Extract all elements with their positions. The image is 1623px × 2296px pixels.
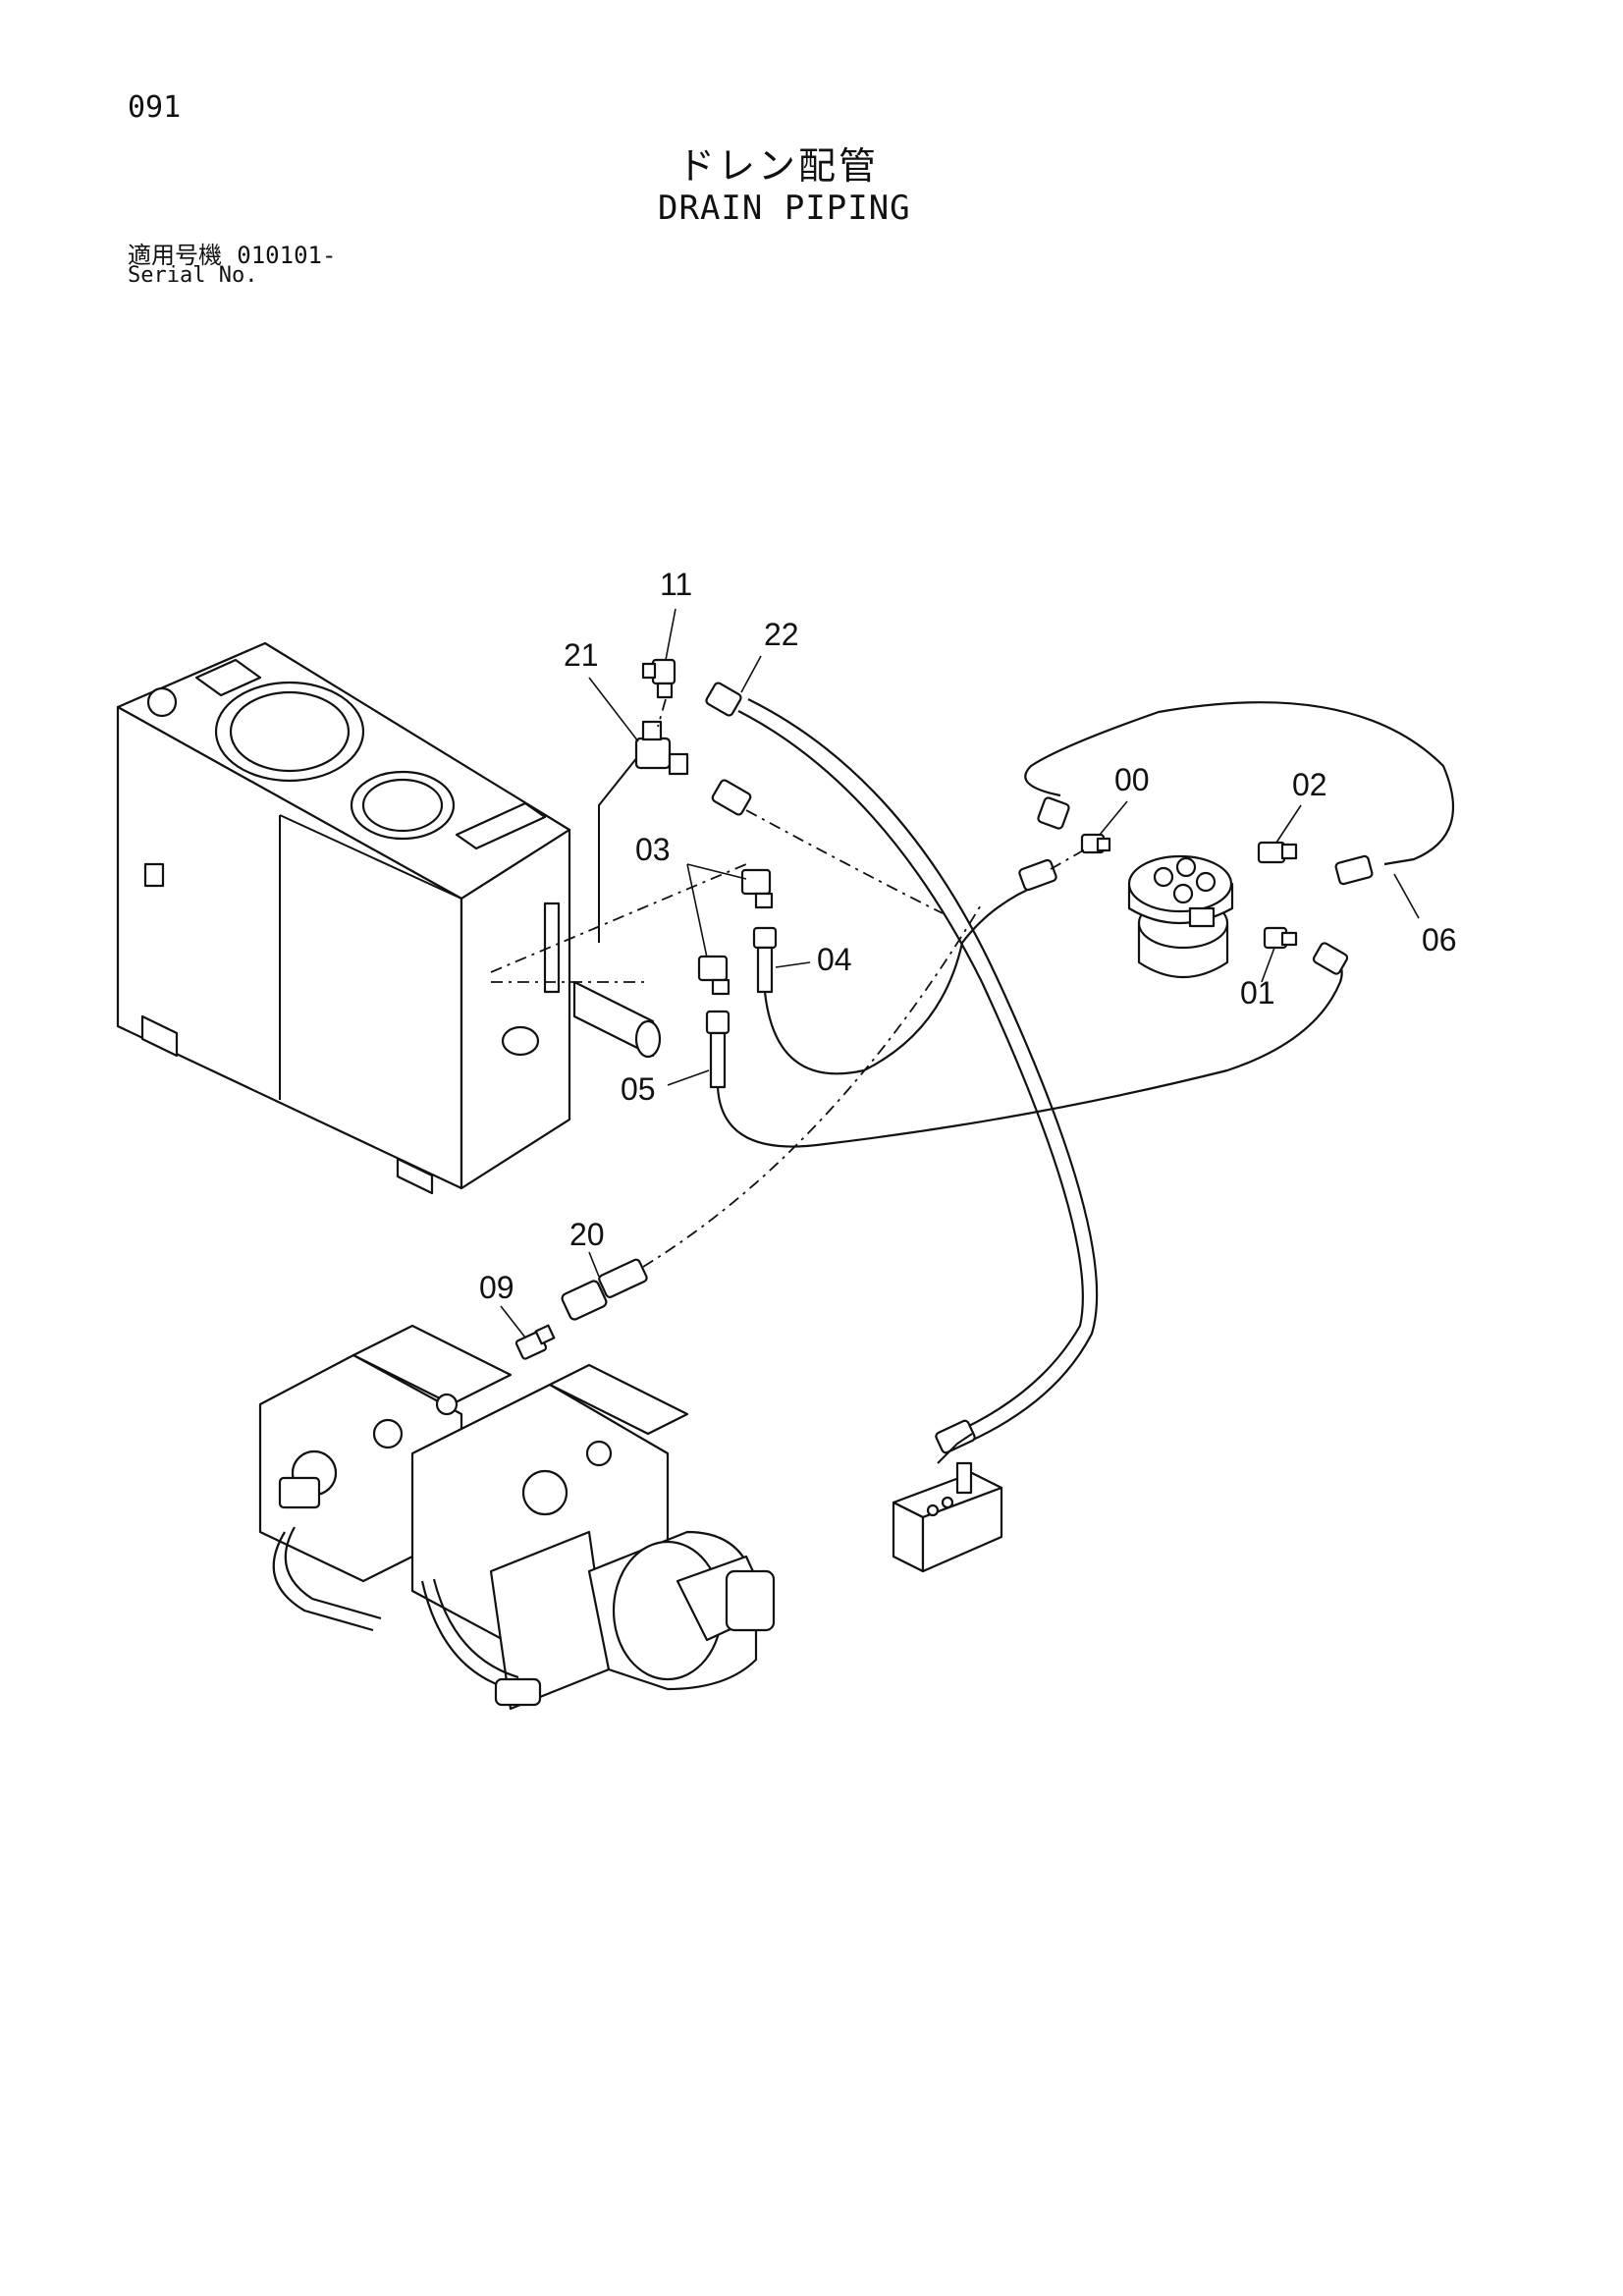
fitting-03-lower: [697, 955, 730, 996]
tank-return-pipe: [490, 755, 747, 1059]
hose-20: [561, 902, 983, 1321]
serial-label-row: 適用号機 010101-: [128, 236, 336, 270]
fitting-21: [634, 698, 689, 776]
hose-05-end: [705, 1010, 730, 1089]
callout-22: 22: [764, 617, 799, 652]
callout-04: 04: [817, 942, 852, 977]
callout-00: 00: [1114, 762, 1150, 797]
hose-21-branch: [711, 779, 944, 914]
hose-22: [705, 682, 1099, 1454]
callout-06: 06: [1422, 922, 1457, 957]
main-pump: [258, 1324, 776, 1711]
callout-01: 01: [1240, 975, 1275, 1011]
fitting-03-upper: [740, 868, 774, 909]
hydraulic-tank: [116, 641, 571, 1195]
callout-20: 20: [569, 1217, 605, 1252]
fitting-11: [641, 658, 676, 699]
fitting-01: [1263, 926, 1298, 950]
fitting-00: [1080, 833, 1111, 854]
callout-02: 02: [1292, 767, 1327, 802]
hose-04: [763, 848, 1086, 1075]
serial-number-value: 010101-: [237, 242, 337, 269]
leader-lines: [500, 608, 1420, 1339]
fitting-09: [514, 1324, 556, 1360]
hose-04-end: [752, 926, 778, 994]
callout-03: 03: [635, 832, 671, 867]
page-title-english: DRAIN PIPING: [658, 189, 911, 228]
page-title-japanese: ドレン配管: [677, 144, 880, 188]
valve-block: [892, 1433, 1003, 1573]
callout-11: 11: [660, 567, 692, 602]
callout-05: 05: [621, 1071, 656, 1107]
serial-label-japanese: 適用号機: [128, 242, 222, 269]
fitting-02: [1257, 841, 1298, 864]
page-number: 091: [128, 90, 182, 125]
serial-label-english: Serial No.: [128, 263, 258, 288]
callout-21: 21: [564, 637, 599, 673]
hose-06: [1024, 701, 1455, 886]
center-joint: [1127, 854, 1234, 978]
callout-09: 09: [479, 1270, 514, 1305]
hose-05: [716, 942, 1349, 1148]
